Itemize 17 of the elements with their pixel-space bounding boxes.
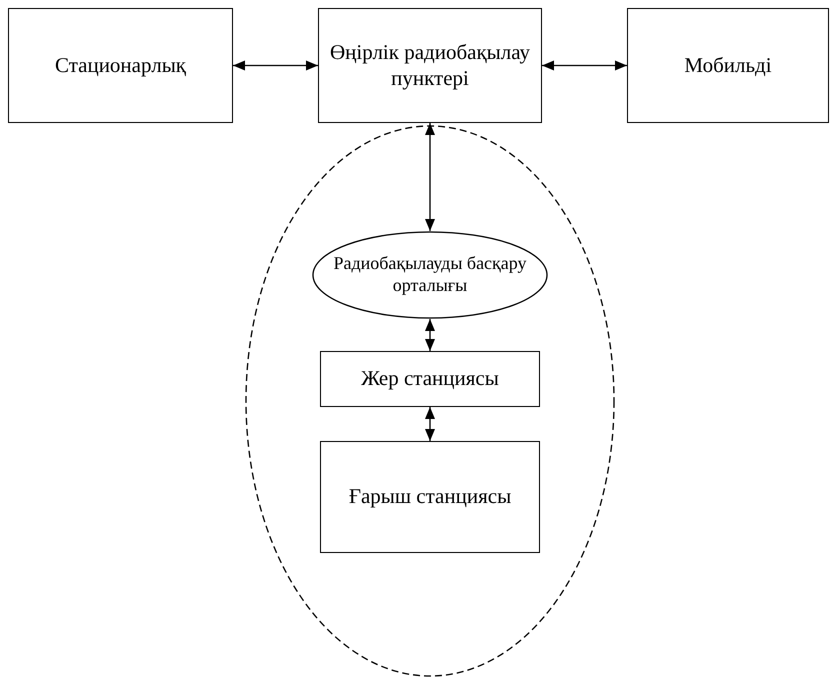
process-box — [320, 351, 540, 407]
node-label: Жер станциясы — [361, 366, 499, 392]
double-arrow — [425, 123, 435, 231]
node-label: Ғарыш станциясы — [348, 484, 512, 510]
process-box — [8, 8, 233, 123]
process-box — [318, 8, 542, 123]
double-arrow — [425, 407, 435, 441]
node-label: Мобильді — [684, 52, 772, 78]
process-box — [627, 8, 829, 123]
node-label: Радиобақылауды басқару орталығы — [332, 253, 528, 297]
node-label: Стационарлық — [54, 52, 186, 78]
double-arrow — [425, 319, 435, 351]
ellipse-node — [312, 231, 548, 319]
node-label: Өңірлік радиобақылау пунктері — [328, 40, 532, 91]
double-arrow — [542, 60, 627, 70]
process-box — [320, 441, 540, 553]
double-arrow — [233, 60, 318, 70]
